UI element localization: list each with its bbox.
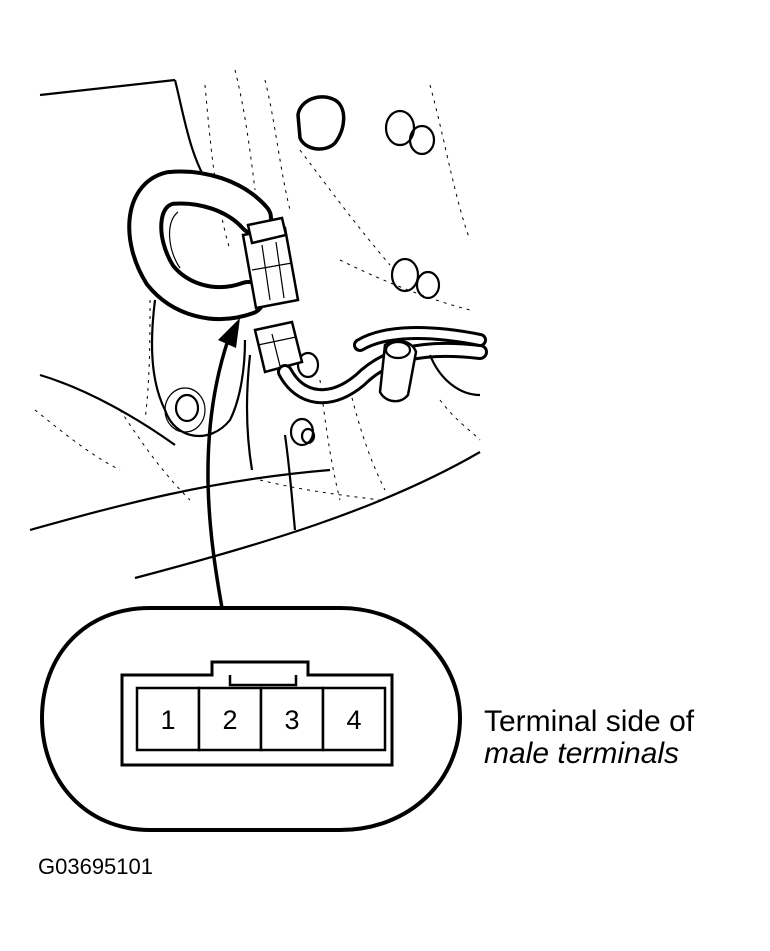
male-connector: [253, 320, 304, 374]
wire-harness-right: [277, 326, 488, 405]
terminal-cell-2: [197, 686, 263, 752]
terminal-cell-1: [135, 686, 201, 752]
grommet: [296, 95, 346, 151]
body-panel-outline: [29, 78, 481, 580]
terminal-number-2: 2: [222, 705, 237, 735]
terminal-number-1: 1: [160, 705, 175, 735]
bolt-heads: [289, 109, 441, 447]
caption-line-2: male terminals: [484, 737, 679, 770]
mounting-bracket: [150, 299, 247, 438]
terminal-number-3: 3: [284, 705, 299, 735]
figure-id: G03695101: [38, 854, 153, 879]
wire-harness-loop: [127, 169, 273, 322]
caption-line-1: Terminal side of: [484, 705, 695, 738]
connector-face: 1 2 3 4: [120, 660, 394, 767]
female-connector: [241, 216, 300, 310]
terminal-number-4: 4: [346, 705, 361, 735]
terminal-cell-4: [321, 686, 387, 752]
body-panel-hidden-lines: [34, 69, 481, 501]
leader-arrow: [206, 318, 240, 609]
